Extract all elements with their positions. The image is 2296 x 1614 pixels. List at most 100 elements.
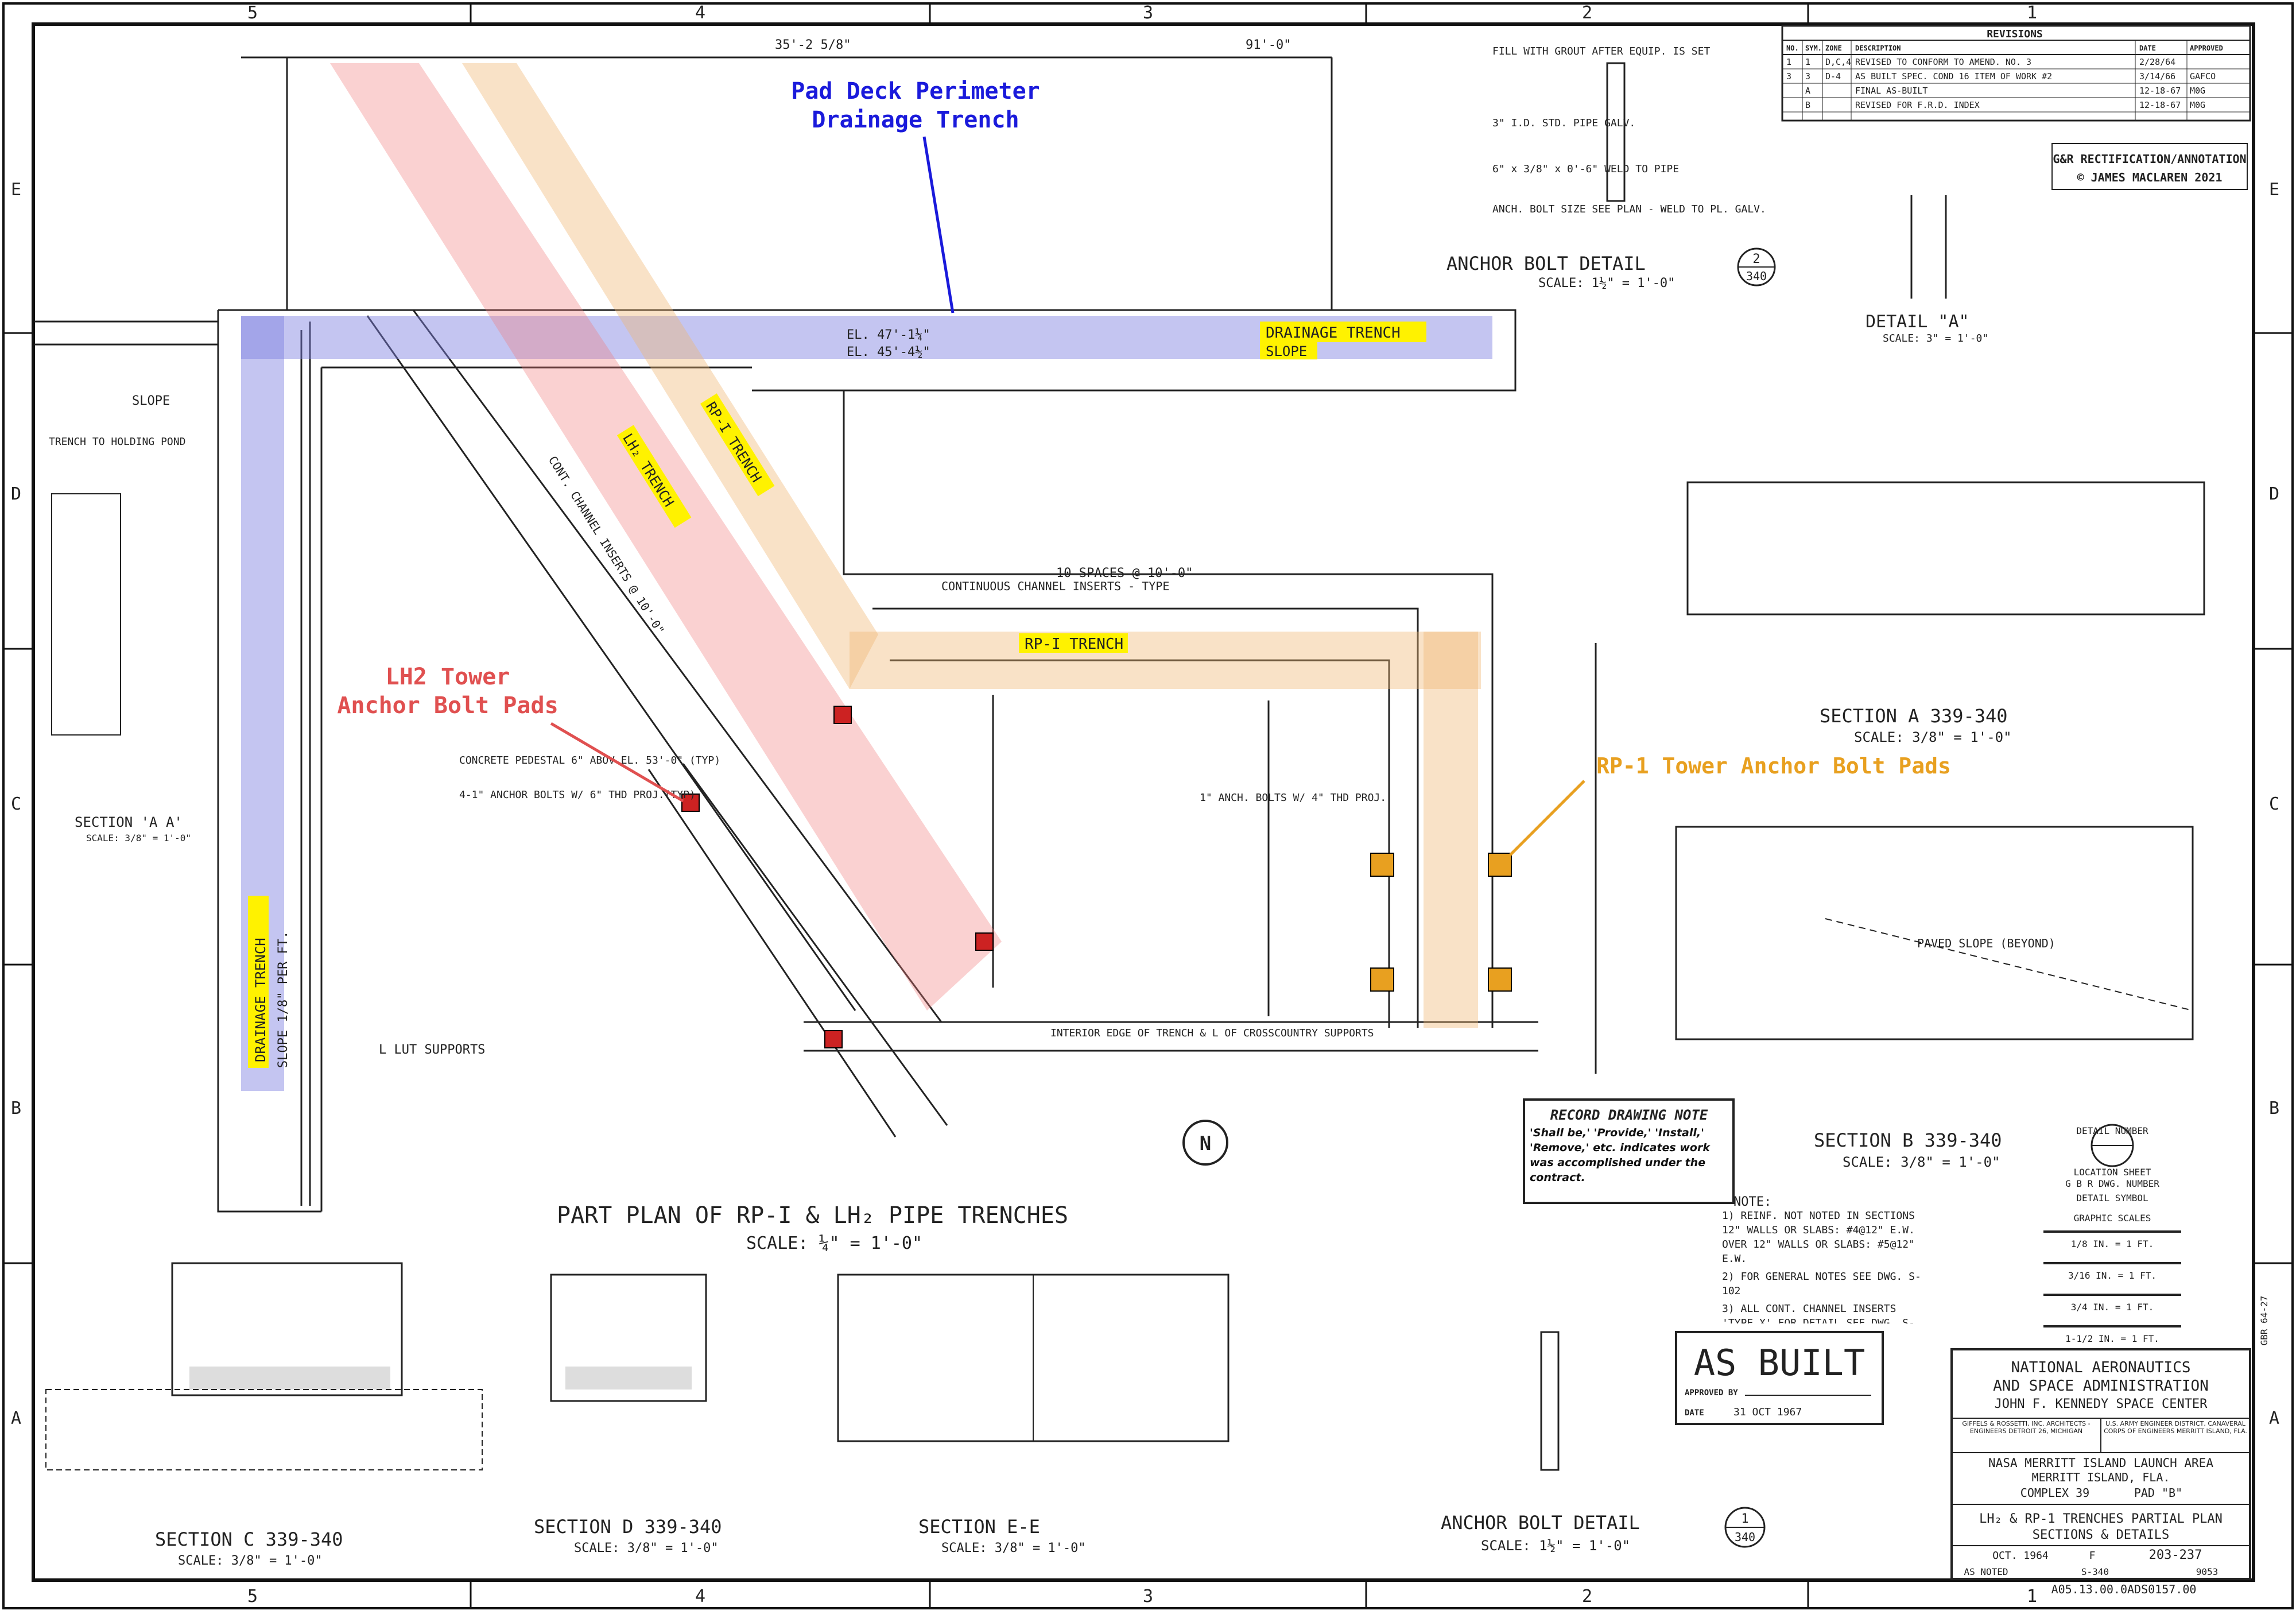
section-aa-scale: SCALE: 3/8" = 1'-0": [86, 833, 191, 843]
section-d: SECTION D 339-340 SCALE: 3/8" = 1'-0": [534, 1274, 722, 1555]
ten-spaces: 10 SPACES @ 10'-0": [1056, 566, 1193, 580]
note-item: 2) FOR GENERAL NOTES SEE DWG. S-102: [1722, 1271, 1921, 1297]
tb-dwg: S-340: [2081, 1566, 2109, 1577]
section-c: SECTION C 339-340 SCALE: 3/8" = 1'-0": [45, 1262, 483, 1568]
revision-header-cell: ZONE: [1825, 44, 1842, 52]
section-e: SECTION E-E SCALE: 3/8" = 1'-0": [837, 1274, 1230, 1555]
lh2-pad: [824, 1030, 843, 1048]
highlighted-labels: DRAINAGE TRENCH SLOPE RP-I TRENCH RP-I T…: [248, 322, 1426, 1068]
row-label-right: B: [2269, 1098, 2279, 1118]
highlight-bg: [700, 393, 775, 497]
pad-deck-annotation-line1: Pad Deck Perimeter: [791, 78, 1040, 104]
detail-symbol-legend: DETAIL NUMBER LOCATION SHEET G B R DWG. …: [2043, 1124, 2181, 1344]
revision-cell: 1: [1786, 57, 1791, 67]
grid-labels: 5 4 3 2 1 5 4 3 2 1 E D C B A E D C B A: [11, 3, 2279, 1607]
revision-cell: D,C,4: [1825, 57, 1851, 67]
drainage-trench-label: DRAINAGE TRENCH: [1266, 324, 1401, 342]
section-b: SECTION B 339-340 SCALE: 3/8" = 1'-0": [1675, 826, 2194, 1170]
scale-label: 3/16 IN. = 1 FT.: [2068, 1270, 2157, 1281]
revision-cell: D-4: [1825, 71, 1841, 82]
row-label-left: A: [11, 1408, 21, 1429]
col-label-bottom: 4: [695, 1586, 705, 1607]
gbr-label: G B R DWG. NUMBER: [2065, 1178, 2159, 1189]
rp1-pad: [1370, 853, 1394, 877]
abd-top-title: ANCHOR BOLT DETAIL: [1446, 253, 1646, 274]
lh2-annotation-line1: LH2 Tower: [386, 664, 510, 690]
note-item: 1) REINF. NOT NOTED IN SECTIONS 12" WALL…: [1722, 1210, 1915, 1265]
general-notes: NOTE: 1) REINF. NOT NOTED IN SECTIONS 12…: [1722, 1195, 1921, 1323]
lh2-pad: [681, 794, 700, 812]
revision-cell: FINAL AS-BUILT: [1855, 86, 1927, 96]
location: MERRITT ISLAND, FLA.: [2032, 1470, 2170, 1484]
abd-bottom-ref: 1: [1741, 1512, 1748, 1526]
rp1-anchor-pads: [1370, 853, 1512, 992]
section-c-scale: SCALE: 3/8" = 1'-0": [178, 1554, 323, 1568]
rp1-trench-vertical: [1424, 632, 1478, 1028]
graphic-scales-title: GRAPHIC SCALES: [2074, 1213, 2151, 1224]
credit-line2: © JAMES MACLAREN 2021: [2077, 171, 2223, 184]
tb-size: F: [2089, 1550, 2096, 1562]
detail-a-title: DETAIL "A": [1865, 312, 1969, 332]
detail-number-label: DETAIL NUMBER: [2076, 1125, 2148, 1136]
anchor-bolt-detail-bottom: ANCHOR BOLT DETAIL SCALE: 1½" = 1'-0" 1 …: [1441, 1331, 1766, 1554]
complex: COMPLEX 39: [2020, 1486, 2089, 1500]
rp1-trench-overlay: [462, 63, 1481, 1028]
annotation-arrows: [550, 136, 1585, 857]
rp1-trench-label: RP-I TRENCH: [1025, 636, 1123, 653]
row-label-right: E: [2269, 180, 2279, 200]
area: NASA MERRITT ISLAND LAUNCH AREA: [1988, 1456, 2213, 1470]
revision-header-cell: NO.: [1786, 44, 1799, 52]
revision-cell: GAFCO: [2190, 71, 2216, 82]
section-a-title: SECTION A 339-340: [1820, 705, 2008, 727]
anchor-bolt-detail-top: FILL WITH GROUT AFTER EQUIP. IS SET 3" I…: [1446, 45, 1776, 291]
dim-35: 35'-2 5/8": [775, 38, 851, 52]
col-label-top: 5: [247, 3, 258, 23]
architect: GIFFELS & ROSSETTI, INC. ARCHITECTS - EN…: [1962, 1420, 2091, 1435]
abd-top-sheet: 340: [1746, 269, 1767, 283]
record-note-title: RECORD DRAWING NOTE: [1550, 1107, 1708, 1123]
section-aa-title: SECTION 'A A': [75, 814, 183, 830]
rp1-pad: [1488, 967, 1512, 992]
el-45: EL. 45'-4½": [847, 345, 930, 359]
revision-cell: A: [1805, 86, 1810, 96]
section-b-title: SECTION B 339-340: [1814, 1129, 2002, 1151]
center-name: JOHN F. KENNEDY SPACE CENTER: [1995, 1397, 2208, 1411]
revision-cell: M0G: [2190, 86, 2205, 96]
main-title: PART PLAN OF RP-I & LH₂ PIPE TRENCHES: [557, 1202, 1068, 1229]
lh2-anchor-pads: [681, 706, 994, 1048]
pad: PAD "B": [2134, 1486, 2182, 1500]
revision-cell: 12-18-67: [2139, 100, 2181, 110]
dim-91: 91'-0": [1246, 38, 1291, 52]
record-drawing-note: RECORD DRAWING NOTE 'Shall be,' 'Provide…: [1523, 1098, 1735, 1204]
lh2-pad: [833, 706, 852, 724]
abd-bottom-scale: SCALE: 1½" = 1'-0": [1481, 1538, 1630, 1554]
scale-label: 1/8 IN. = 1 FT.: [2071, 1238, 2154, 1249]
highlight-bg: [1260, 342, 1317, 359]
section-d-scale: SCALE: 3/8" = 1'-0": [574, 1541, 719, 1555]
revision-cell: REVISED FOR F.R.D. INDEX: [1855, 100, 1980, 110]
north-arrow-icon: N: [1182, 1120, 1228, 1166]
tb-index: A05.13.00.0ADS0157.00: [2051, 1582, 2197, 1596]
section-c-title: SECTION C 339-340: [155, 1528, 343, 1550]
col-label-bottom: 1: [2027, 1586, 2037, 1607]
paved-slope: PAVED SLOPE (BEYOND): [1917, 936, 2055, 950]
row-label-right: A: [2269, 1408, 2279, 1429]
rp1-pad: [1370, 967, 1394, 992]
fill-grout-note: FILL WITH GROUT AFTER EQUIP. IS SET: [1492, 45, 1710, 57]
highlight-bg: [616, 425, 692, 528]
revision-header-cell: DATE: [2139, 44, 2156, 52]
rp1-trench-horizontal: [850, 632, 1481, 689]
anchor-bolts-lh2: 4-1" ANCHOR BOLTS W/ 6" THD PROJ.(TYP): [459, 789, 696, 801]
pipe-note: 3" I.D. STD. PIPE GALV.: [1492, 117, 1635, 129]
concrete-pedestal: CONCRETE PEDESTAL 6" ABOV EL. 53'-0" (TY…: [459, 754, 720, 767]
stamp-date: 31 OCT 1967: [1733, 1406, 1802, 1418]
lh2-trench-overlay: [330, 63, 1002, 1011]
credit-box: G&R RECTIFICATION/ANNOTATION © JAMES MAC…: [2051, 143, 2248, 190]
revision-cell: 12-18-67: [2139, 86, 2181, 96]
plan-linework: [34, 56, 1597, 1213]
abd-bottom-title: ANCHOR BOLT DETAIL: [1441, 1512, 1640, 1534]
revision-header-cell: SYM.: [1805, 44, 1822, 52]
rp1-pad: [1488, 853, 1512, 877]
